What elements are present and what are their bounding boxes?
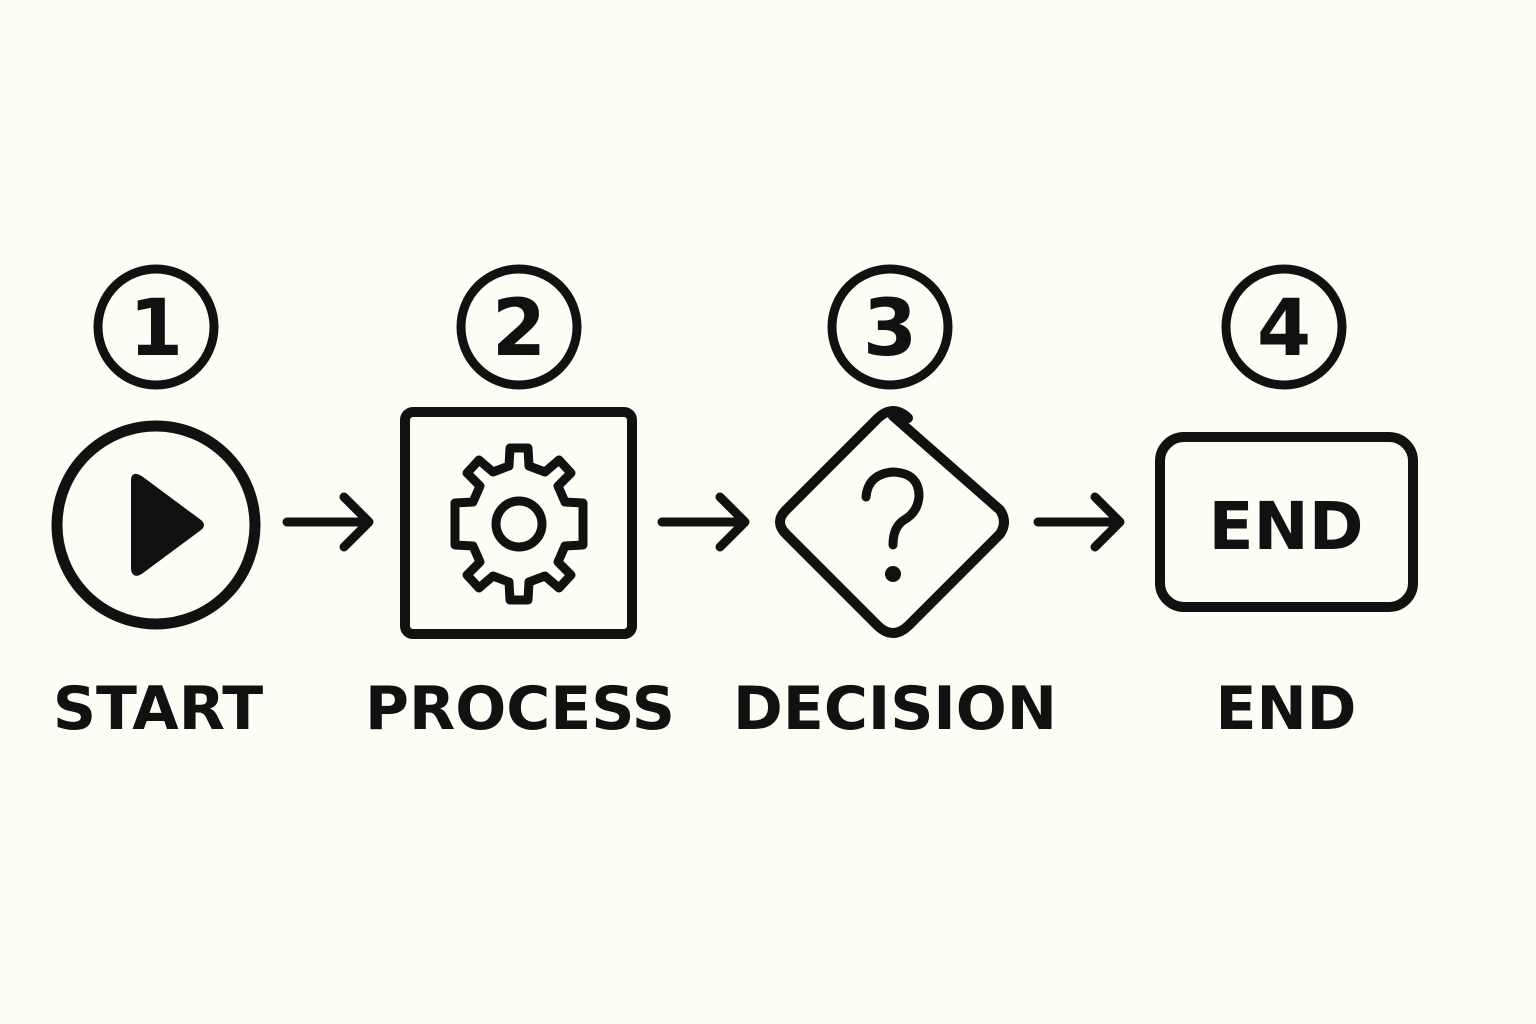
step-label: DECISION <box>733 674 1057 744</box>
arrow-right-icon <box>657 492 750 552</box>
step-number-badge: 3 <box>827 264 953 390</box>
step-decision: 3 DECISION <box>733 264 1057 744</box>
step-label: PROCESS <box>365 674 675 744</box>
process-node <box>400 407 637 639</box>
start-node <box>51 420 261 630</box>
step-number: 1 <box>129 284 183 374</box>
question-mark-icon <box>861 467 924 582</box>
step-number: 3 <box>863 284 917 374</box>
arrow-right-icon <box>1033 492 1125 552</box>
step-number: 4 <box>1257 284 1311 374</box>
end-node: END <box>1155 432 1418 612</box>
step-number-badge: 4 <box>1221 264 1347 390</box>
step-end: 4 END END <box>1155 264 1418 744</box>
step-start: 1 START <box>51 264 263 744</box>
end-node-text: END <box>1208 488 1363 565</box>
play-icon <box>131 473 204 576</box>
step-number-badge: 2 <box>456 264 582 390</box>
step-label: START <box>53 674 263 744</box>
step-process: 2 PROCESS <box>365 264 675 744</box>
gear-icon <box>450 443 588 605</box>
step-number-badge: 1 <box>93 264 219 390</box>
decision-node <box>775 406 1009 638</box>
step-label: END <box>1215 674 1356 744</box>
arrow-right-icon <box>282 492 374 552</box>
step-number: 2 <box>492 284 546 374</box>
